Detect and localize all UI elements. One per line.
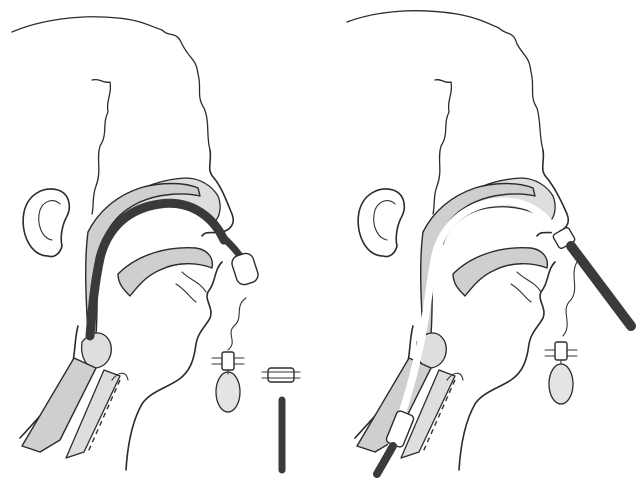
tongue (453, 248, 547, 296)
head-hair-outline (12, 17, 210, 150)
panel-left-head-section (0, 0, 319, 479)
lip-chin-outline (459, 262, 555, 470)
pilot-line (563, 262, 577, 336)
tube-external-segment (571, 246, 631, 326)
pilot-valve (222, 352, 234, 370)
tube-connector (230, 251, 260, 286)
sideburn-outline (92, 80, 110, 214)
lip-chin-outline (126, 262, 222, 470)
tongue-detail (176, 272, 206, 302)
tube-clip (268, 368, 294, 382)
pilot-balloon (549, 364, 573, 404)
tongue (118, 248, 212, 296)
ear-outline (358, 189, 404, 257)
tongue-detail (511, 272, 541, 302)
head-hair-outline (347, 11, 543, 150)
pilot-line (228, 298, 246, 350)
pilot-valve (555, 342, 567, 360)
ear-inner (374, 201, 395, 240)
pilot-balloon (216, 372, 240, 412)
panel-right-head-section (319, 0, 638, 479)
sideburn-outline (433, 80, 451, 214)
ear-inner (39, 201, 60, 240)
ear-outline (23, 189, 69, 257)
